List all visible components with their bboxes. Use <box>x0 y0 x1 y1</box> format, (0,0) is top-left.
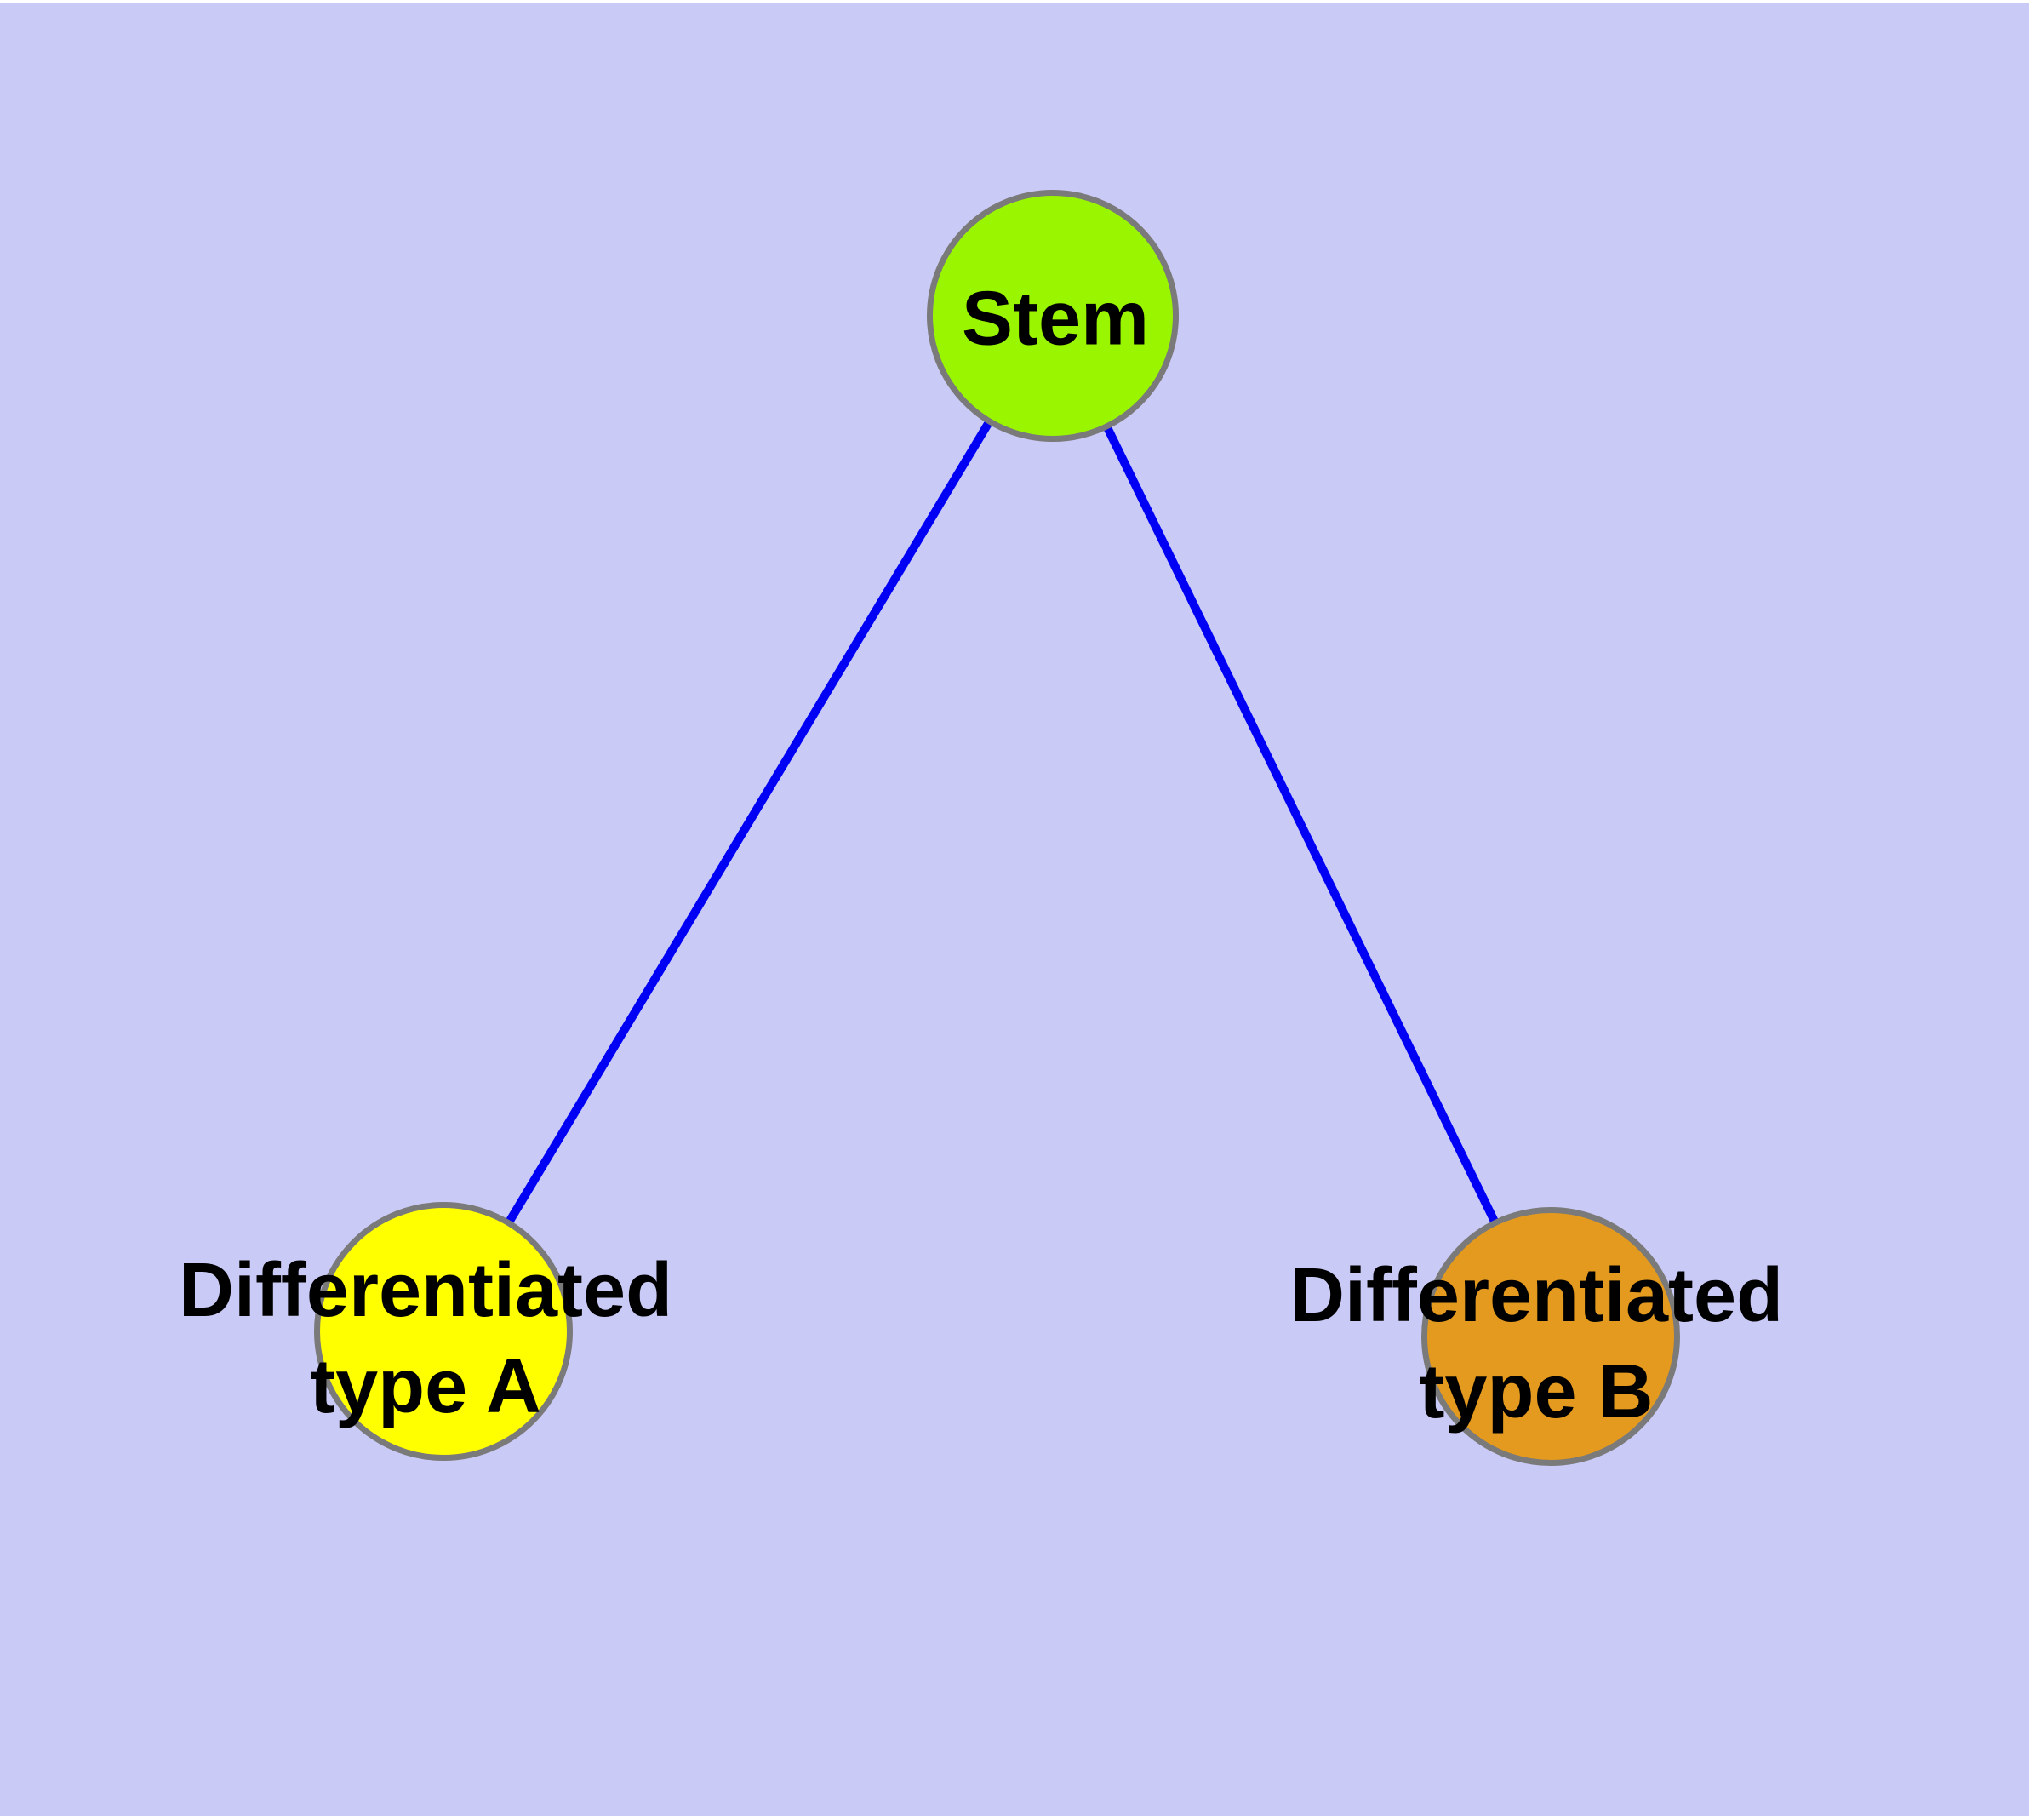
node-type-a-label: Differentiated type A <box>179 1243 672 1435</box>
node-stem-label: Stem <box>961 276 1150 362</box>
edge-stem-to-type-a <box>439 313 1057 1334</box>
edges-layer <box>439 313 1555 1339</box>
label-line: type B <box>1419 1349 1654 1434</box>
label-line: Differentiated <box>1289 1253 1784 1338</box>
label-line: type A <box>310 1344 541 1429</box>
label-line: Differentiated <box>178 1248 673 1333</box>
node-type-b-label: Differentiated type B <box>1289 1248 1783 1440</box>
node-type-a[interactable] <box>314 1202 573 1461</box>
edge-stem-to-type-b <box>1049 313 1555 1339</box>
diagram-canvas: Stem Differentiated type A Differentiate… <box>0 3 2029 1816</box>
node-type-b[interactable] <box>1421 1207 1680 1466</box>
node-stem[interactable] <box>927 190 1179 442</box>
